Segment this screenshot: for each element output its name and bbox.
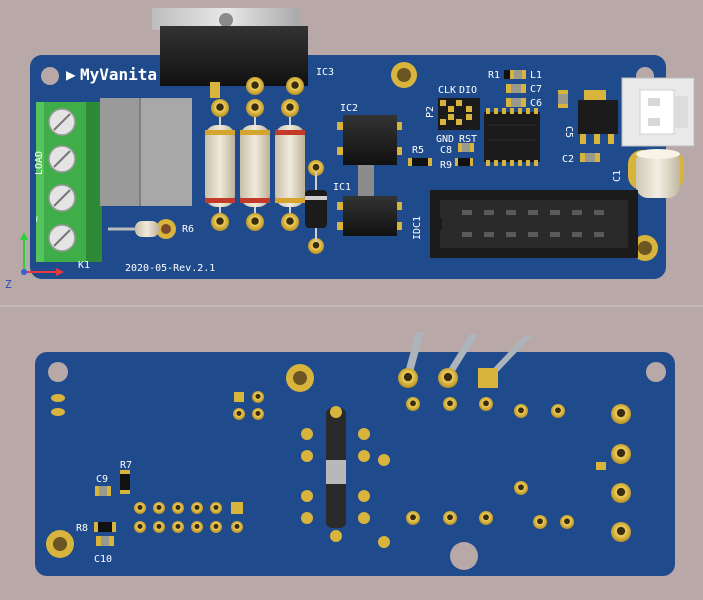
c5-label: C5 <box>563 126 574 138</box>
axis-z-label: Z <box>5 278 12 291</box>
revision-label: 2020-05-Rev.2.1 <box>125 263 215 274</box>
c1-capacitor <box>628 149 684 198</box>
c2-label: C2 <box>562 154 574 165</box>
c9-label: C9 <box>96 474 108 485</box>
divider-band <box>0 305 703 307</box>
r5-label: R5 <box>412 145 424 156</box>
p2-label: P2 <box>425 106 436 118</box>
mounting-hole <box>48 362 68 382</box>
sot223-regulator <box>578 90 618 144</box>
c8-label: C8 <box>440 145 452 156</box>
brand-arrow-icon: ▶ <box>66 65 76 84</box>
r6-label: R6 <box>182 224 194 235</box>
heatsink-strip <box>358 165 374 201</box>
ic3-bent-leads <box>404 332 532 376</box>
ic1-label: IC1 <box>333 182 351 193</box>
top-board: ▶ MyVanita LOAD ~ K1 R6 <box>5 8 695 291</box>
rst-label: RST <box>459 134 477 145</box>
r9-label: R9 <box>440 160 452 171</box>
smd-r8 <box>98 522 112 532</box>
p1-connector <box>621 77 695 147</box>
c7-label: C7 <box>530 84 542 95</box>
ic3-body <box>160 26 308 86</box>
through-hole-strip <box>301 406 390 548</box>
terminal-label: LOAD <box>34 151 45 175</box>
r7-label: R7 <box>120 460 132 471</box>
dio-label: DIO <box>459 85 477 96</box>
axis-indicator-icon <box>20 232 64 276</box>
bottom-board: C9 R7 R8 C10 <box>35 332 675 576</box>
c1-label: C1 <box>612 170 623 182</box>
ic3-label: IC3 <box>316 67 334 78</box>
clk-label: CLK <box>438 85 456 96</box>
ic1-chip <box>337 196 402 236</box>
ic2-chip <box>337 115 402 165</box>
brand-label: MyVanita <box>80 65 157 84</box>
p2-header <box>438 98 480 130</box>
smd-r1 <box>504 70 510 79</box>
soic-chip <box>484 108 540 166</box>
idc1-label: IDC1 <box>412 216 423 240</box>
tilde-label: ~ <box>32 216 43 222</box>
gnd-label: GND <box>436 134 454 145</box>
diode <box>305 160 327 254</box>
c10-label: C10 <box>94 554 112 565</box>
resistor-r6 <box>135 221 159 237</box>
r8-label: R8 <box>76 523 88 534</box>
pad-group <box>406 397 574 529</box>
smd-r9 <box>458 158 470 166</box>
terminal-block <box>36 102 102 262</box>
mounting-hole <box>646 362 666 382</box>
mounting-hole <box>638 241 652 255</box>
ic2-label: IC2 <box>340 103 358 114</box>
pad-group <box>51 394 65 416</box>
l1-label: L1 <box>530 70 542 81</box>
smd-r5 <box>412 158 428 166</box>
pad-group <box>596 404 631 542</box>
terminal-ref-label: K1 <box>78 260 90 271</box>
mounting-hole <box>397 68 411 82</box>
mounting-hole <box>450 542 478 570</box>
c6-label: C6 <box>530 98 542 109</box>
idc-pad-grid <box>134 502 243 533</box>
smd-r7 <box>120 473 130 491</box>
idc1-header <box>430 190 638 258</box>
r1-label: R1 <box>488 70 500 81</box>
pad-group <box>233 391 264 420</box>
ic3-pads <box>210 77 304 98</box>
power-resistors <box>205 99 305 231</box>
mounting-hole <box>41 67 59 85</box>
